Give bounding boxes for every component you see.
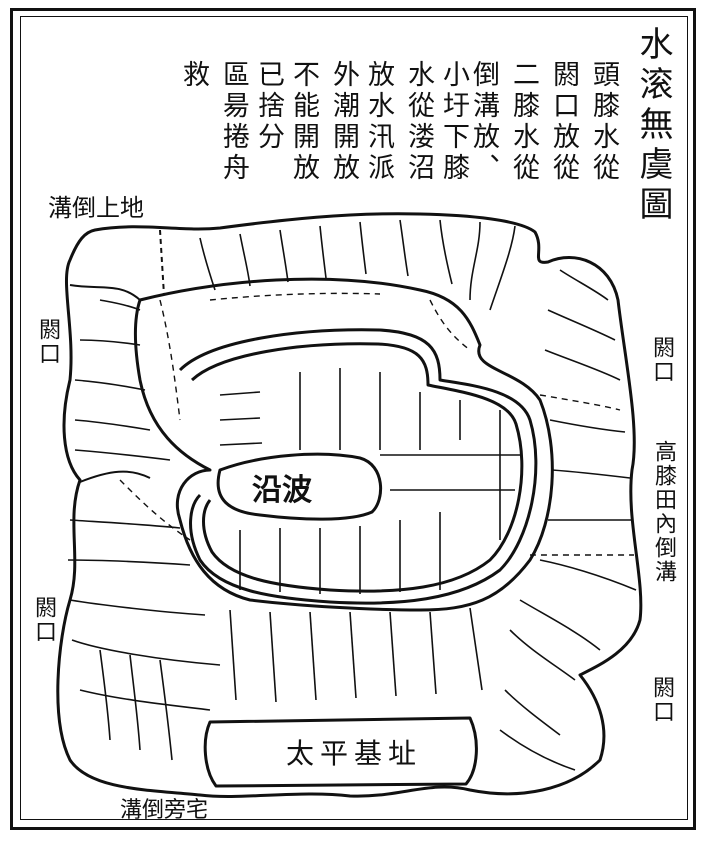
label-top-left: 溝倒上地 [48,194,144,222]
note-column-9: 不能開放 [288,60,319,184]
label-bottom-base: 太平基址 [286,737,423,770]
label-left-lower: 閼口 [31,596,56,644]
inner-frame [20,16,688,820]
note-column-12: 救 [178,60,209,91]
inner-ring-boundary [134,277,554,612]
label-right-upper: 閼口 [649,336,674,384]
label-left-upper: 閼口 [35,318,60,366]
note-column-5: 小圩下膝 [438,60,469,184]
bottom-base [203,716,478,788]
map-title: 水滚無虞圖 [633,26,673,226]
center-ring-inner [190,342,524,593]
note-column-3: 二膝水從 [508,60,539,184]
note-column-10: 已捨分 [253,60,284,153]
center-ring [178,328,538,605]
note-column-8: 外潮開放 [328,60,359,184]
note-column-6: 水從溇沼 [403,60,434,184]
note-column-1: 頭膝水從 [588,60,619,184]
note-column-11: 區昜捲舟 [218,60,249,184]
outer-frame [10,8,696,830]
label-center-pond: 沿波 [252,473,312,508]
outer-field-boundary [56,212,643,798]
label-right-lower: 閼口 [649,676,674,724]
label-right-middle: 高膝田內倒溝 [651,440,676,584]
central-pond [216,452,383,521]
note-column-4: 倒溝放、 [468,60,499,184]
note-column-7: 放水汛派 [363,60,394,184]
label-bottom-left: 溝倒旁宅 [120,798,209,823]
note-column-2: 閼口放從 [548,60,579,184]
